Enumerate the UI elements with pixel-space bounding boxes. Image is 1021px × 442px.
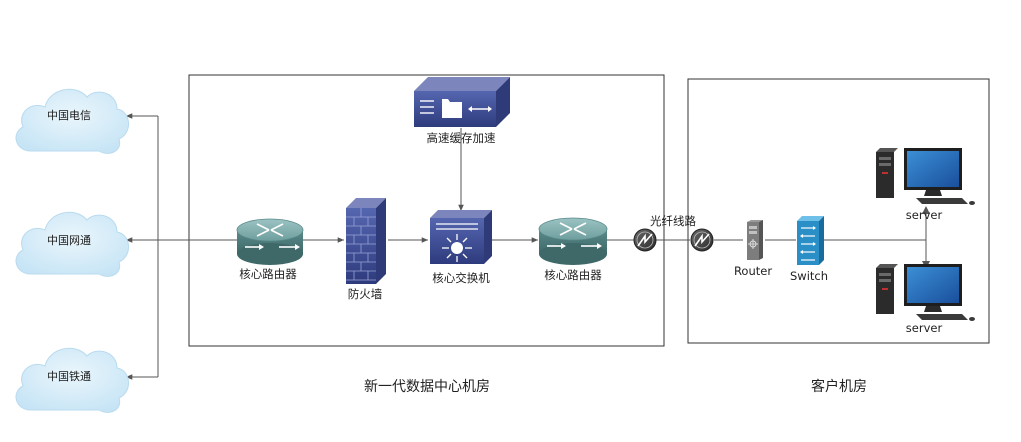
cloud-netcom: 中国网通 [15, 211, 129, 277]
datacenter-title: 新一代数据中心机房 [364, 379, 490, 395]
server-bottom-icon [876, 264, 975, 321]
core-switch-label: 核心交换机 [432, 271, 490, 285]
fiber-connector-left-icon [633, 228, 657, 252]
core-router-left-label: 核心路由器 [239, 267, 297, 281]
customer-room-frame [687, 78, 990, 344]
fiber-line-label: 光纤线路 [650, 214, 696, 228]
cloud-railcom-label: 中国铁通 [47, 370, 91, 383]
core-router-right-label: 核心路由器 [544, 268, 602, 282]
fiber-connector-right-icon [690, 228, 714, 252]
customer-room-title: 客户机房 [811, 378, 867, 395]
customer-router-label: Router [734, 264, 772, 278]
server-top-label: server [906, 208, 943, 222]
cloud-netcom-label: 中国网通 [47, 234, 91, 247]
customer-router-icon [747, 220, 763, 260]
server-top-icon [876, 148, 975, 205]
connection-lines [126, 113, 930, 380]
router-arrows-icon [245, 223, 300, 250]
cloud-railcom: 中国铁通 [15, 347, 129, 413]
customer-switch-icon [797, 216, 824, 265]
cloud-telecom: 中国电信 [15, 88, 129, 154]
router-arrows-icon [547, 222, 602, 249]
core-switch-icon [430, 210, 492, 264]
core-router-right [538, 217, 608, 265]
firewall-label: 防火墙 [348, 287, 383, 301]
cloud-telecom-label: 中国电信 [47, 109, 91, 122]
server-bottom-label: server [906, 321, 943, 335]
core-router-left [236, 218, 304, 265]
cache-accelerator-icon [414, 77, 510, 127]
customer-switch-label: Switch [790, 269, 828, 283]
datacenter-frame [188, 74, 665, 347]
cache-accelerator-label: 高速缓存加速 [427, 131, 496, 145]
firewall-icon [346, 198, 386, 284]
